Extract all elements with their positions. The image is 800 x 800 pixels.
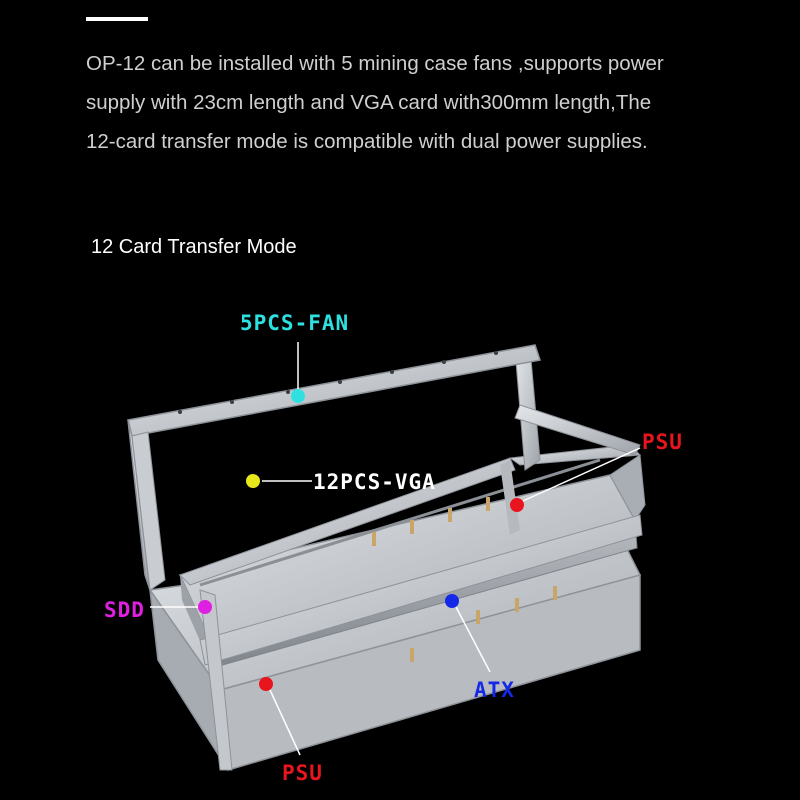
description-line: 12-card transfer mode is compatible with… [86, 130, 648, 153]
psu-top-marker-dot [510, 498, 524, 512]
psu-bottom-label: PSU [282, 761, 323, 785]
fan-label: 5PCS-FAN [240, 311, 349, 335]
callout-sdd: SDD [104, 598, 212, 622]
description-line: supply with 23cm length and VGA card wit… [86, 91, 652, 114]
fan-marker-dot [291, 389, 305, 403]
atx-label: ATX [474, 678, 515, 702]
vga-label: 12PCS-VGA [313, 470, 436, 494]
callout-vga: 12PCS-VGA [246, 470, 436, 494]
top-divider [86, 17, 148, 21]
callout-psu-bottom: PSU [259, 677, 323, 785]
frame-body [127, 344, 646, 771]
product-description: OP-12 can be installed with 5 mining cas… [86, 44, 776, 161]
sdd-label: SDD [104, 598, 145, 622]
atx-marker-dot [445, 594, 459, 608]
callout-atx: ATX [445, 594, 515, 702]
vga-marker-dot [246, 474, 260, 488]
callout-fan: 5PCS-FAN [240, 311, 349, 403]
sdd-marker-dot [198, 600, 212, 614]
psu-top-label: PSU [642, 430, 683, 454]
mode-title: 12 Card Transfer Mode [91, 236, 297, 258]
description-line: OP-12 can be installed with 5 mining cas… [86, 52, 664, 75]
psu-bottom-marker-dot [259, 677, 273, 691]
callout-psu-top: PSU [510, 430, 683, 512]
